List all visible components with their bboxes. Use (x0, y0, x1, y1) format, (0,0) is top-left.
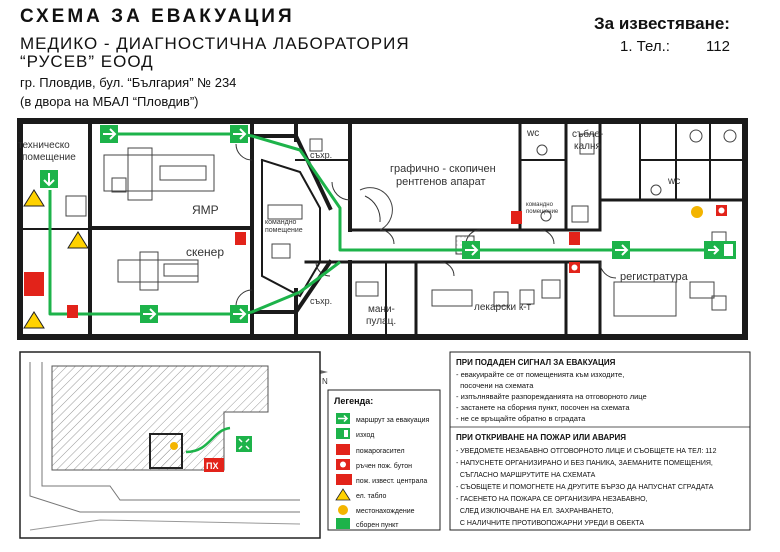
evacuation-arrow-icon (40, 170, 58, 188)
address-line: гр. Пловдив, бул. “България” № 234 (20, 75, 237, 90)
compass-north-label: N (322, 377, 328, 386)
assembly-point-icon (236, 436, 252, 452)
company-name: “РУСЕВ” ЕООД (20, 52, 154, 71)
room-xray-line2: рентгенов апарат (396, 176, 486, 188)
fire-line: С НАЛИЧНИТЕ ПРОТИВОПОЖАРНИ УРЕДИ В ОБЕКТ… (456, 520, 644, 527)
evacuation-arrow-icon (462, 241, 480, 259)
site-plan (19, 351, 321, 539)
room-scanner: скенер (186, 245, 224, 259)
fire-extinguisher-icon (569, 232, 580, 245)
room-manip-line2: пулац. (366, 316, 396, 327)
legend-item-label: пожарогасител (356, 448, 405, 455)
evacuation-arrow-icon (230, 125, 248, 143)
room-labels: техническо помещение ЯМР скенер командно… (18, 128, 689, 327)
legend-box (327, 389, 441, 531)
electrical-panel-icon (335, 488, 351, 501)
room-control-line1: командно (265, 219, 297, 226)
phone-number: 112 (706, 38, 730, 55)
route-arrows (40, 125, 736, 323)
hydrant-sign (204, 458, 224, 472)
you-are-here-icon (170, 442, 178, 450)
fire-line: - ГАСЕНЕТО НА ПОЖАРА СЕ ОРГАНИЗИРА НЕЗАБ… (456, 496, 648, 503)
signal-title: ПРИ ПОДАДЕН СИГНАЛ ЗА ЕВАКУАЦИЯ (456, 358, 616, 367)
exit-sign-icon (704, 241, 736, 259)
plan-title: СХЕМА ЗА ЕВАКУАЦИЯ (20, 6, 295, 27)
fire-signs (23, 189, 727, 329)
manual-call-point-icon (716, 205, 727, 216)
room-changing-line1: съблe- (572, 128, 603, 140)
fire-extinguisher-icon (336, 444, 350, 455)
phone-label: 1. Тел.: (620, 38, 670, 55)
evacuation-arrow-icon (612, 241, 630, 259)
fire-line: - СЪОБЩЕТЕ И ПОМОГНЕТЕ НА ДРУГИТЕ БЪРЗО … (456, 484, 714, 491)
room-mri: ЯМР (192, 203, 219, 217)
room-manip-line1: мани- (368, 304, 395, 315)
fire-alarm-panel-icon (336, 474, 352, 485)
fire-extinguisher-icon (67, 305, 78, 318)
legend-item-label: изход (356, 432, 374, 439)
notify-title: За известяване: (594, 14, 730, 33)
signal-line: - застанете на сборния пункт, посочен на… (456, 403, 630, 412)
fire-alarm-panel-icon (24, 272, 44, 296)
evacuation-arrow-icon (100, 125, 118, 143)
legend-item-label: местонахождение (356, 508, 415, 515)
legend-item-label: ръчен пож. бутон (356, 462, 412, 470)
room-storage-bottom: съхр. (310, 296, 332, 306)
site-px-label: ПХ (206, 461, 218, 471)
legend-item-label: ел. табло (356, 492, 387, 500)
room-xray-line1: графично - скопичен (390, 163, 496, 175)
room-control-line2: помещение (265, 227, 303, 234)
fire-line: - УВЕДОМЕТЕ НЕЗАБАВНО ОТГОВОРНОТО ЛИЦЕ И… (456, 448, 717, 455)
instructions-box (449, 351, 751, 531)
signal-line: - изпълнявайте разпорежданията на отгово… (456, 392, 647, 401)
fire-title: ПРИ ОТКРИВАНЕ НА ПОЖАР ИЛИ АВАРИЯ (456, 433, 626, 442)
instructions-text: ПРИ ПОДАДЕН СИГНАЛ ЗА ЕВАКУАЦИЯ - евакуи… (456, 358, 717, 527)
signal-line: посочени на схемата (456, 381, 534, 390)
legend-item-label: маршрут за евакуация (356, 417, 430, 424)
room-reception: регистратура (620, 271, 689, 283)
manual-call-point-icon (336, 459, 350, 470)
address-note: (в двора на МБАЛ “Пловдив”) (20, 94, 199, 109)
you-are-here-icon (691, 206, 703, 218)
room-changing-line2: калня (574, 141, 601, 152)
electrical-panel-icon (67, 231, 89, 249)
evacuation-route (48, 132, 720, 316)
evacuation-route-arrow-icon (336, 413, 350, 424)
exit-sign-icon (336, 428, 350, 439)
legend-title: Легенда: (334, 396, 373, 406)
room-control-small-line2: помещение (526, 209, 559, 215)
legend-item-label: сборен пункт (356, 521, 399, 529)
signal-line: - евакуирайте се от помещенията към изхо… (456, 370, 624, 379)
evacuation-arrow-icon (230, 305, 248, 323)
room-storage-top: съхр. (310, 150, 332, 160)
signal-line: - не се връщайте обратно в сградата (456, 414, 586, 423)
evacuation-arrow-icon (140, 305, 158, 323)
building-walls (17, 118, 748, 340)
legend-item-label: пож. извест. централа (356, 478, 427, 485)
room-control-small-line1: командно (526, 202, 554, 208)
room-doctors: лекарски к-т (474, 302, 532, 313)
you-are-here-icon (338, 505, 348, 515)
fire-line: - НАПУСНЕТЕ ОРГАНИЗИРАНО И БЕЗ ПАНИКА, З… (456, 460, 713, 467)
legend-text: Легенда: маршрут за евакуация изход пожа… (334, 396, 430, 529)
fire-extinguisher-icon (235, 232, 246, 245)
electrical-panel-icon (23, 311, 45, 329)
fire-line: СЛЕД ИЗКЛЮЧВАНЕ НА ЕЛ. ЗАХРАНВАНЕТО, (456, 508, 613, 515)
assembly-point-icon (336, 518, 350, 529)
room-tech-line1: техническо (18, 140, 70, 151)
manual-call-point-icon (569, 262, 580, 273)
electrical-panel-icon (23, 189, 45, 207)
room-tech-line2: помещение (22, 152, 76, 163)
facility-name: МЕДИКО - ДИАГНОСТИЧНА ЛАБОРАТОРИЯ (20, 34, 410, 53)
equipment-outlines (65, 129, 737, 317)
room-wc-right: wc (667, 176, 680, 187)
fire-line: СЪГЛАСНО МАРШРУТИТЕ НА СХЕМАТА (456, 472, 596, 479)
room-wc-top: wc (526, 128, 539, 139)
fire-extinguisher-icon (511, 211, 522, 224)
